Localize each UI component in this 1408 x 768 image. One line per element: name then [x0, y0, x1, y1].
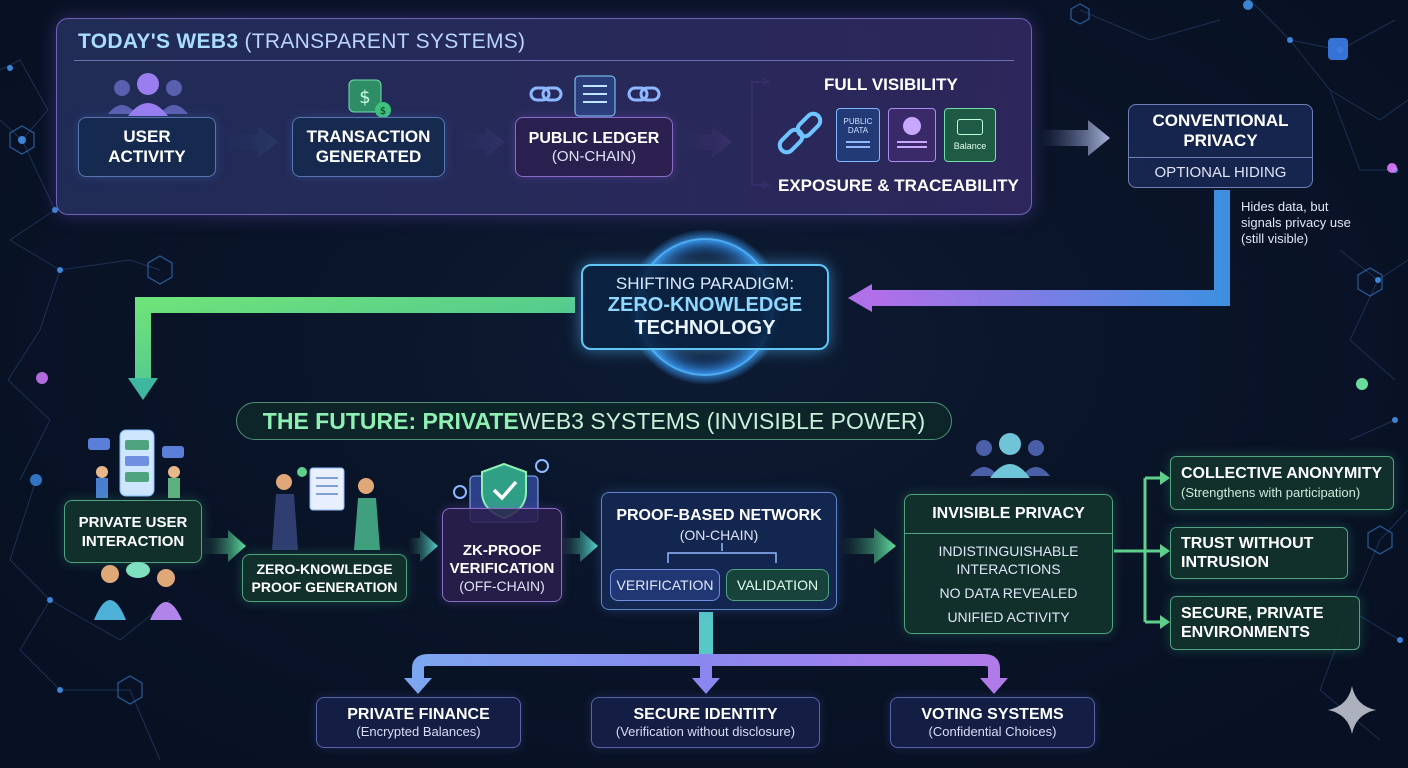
people-chatting-illustration	[86, 560, 190, 622]
panel-divider	[74, 60, 1014, 61]
identity-card-icon	[888, 108, 936, 162]
secure-identity-box: SECURE IDENTITY (Verification without di…	[591, 697, 820, 748]
future-banner: THE FUTURE: PRIVATE WEB3 SYSTEMS (INVISI…	[236, 402, 952, 440]
network-split-lines	[662, 543, 782, 565]
conventional-privacy-box: CONVENTIONAL PRIVACY OPTIONAL HIDING	[1128, 104, 1313, 188]
svg-text:$: $	[380, 106, 386, 117]
svg-text:$: $	[359, 87, 370, 108]
public-ledger-box: PUBLIC LEDGER (ON-CHAIN)	[515, 117, 673, 177]
users-icon	[104, 72, 192, 116]
exposure-traceability-label: EXPOSURE & TRACEABILITY	[778, 176, 1019, 196]
trust-without-intrusion-box: TRUST WITHOUT INTRUSION	[1170, 527, 1348, 579]
user-activity-box: USER ACTIVITY	[78, 117, 216, 177]
invisible-privacy-box: INVISIBLE PRIVACY INDISTINGUISHABLE INTE…	[904, 494, 1113, 634]
zk-proof-generation-box: ZERO-KNOWLEDGE PROOF GENERATION	[242, 554, 407, 602]
collective-anonymity-box: COLLECTIVE ANONYMITY (Strengthens with p…	[1170, 456, 1394, 510]
secure-private-environments-box: SECURE, PRIVATE ENVIRONMENTS	[1170, 596, 1360, 650]
network-subtitle: (ON-CHAIN)	[602, 527, 836, 543]
validation-pill: VALIDATION	[726, 569, 829, 601]
shifting-paradigm-box: SHIFTING PARADIGM: ZERO-KNOWLEDGE TECHNO…	[581, 264, 829, 350]
proof-generation-illustration	[266, 462, 386, 552]
invisible-item: UNIFIED ACTIVITY	[905, 608, 1112, 626]
transaction-generated-box: TRANSACTION GENERATED	[292, 117, 445, 177]
network-title: PROOF-BASED NETWORK	[602, 507, 836, 525]
proof-based-network-box: PROOF-BASED NETWORK (ON-CHAIN) VERIFICAT…	[601, 492, 837, 610]
chain-ledger-icon	[527, 74, 663, 118]
voting-systems-box: VOTING SYSTEMS (Confidential Choices)	[890, 697, 1095, 748]
private-finance-box: PRIVATE FINANCE (Encrypted Balances)	[316, 697, 521, 748]
zk-proof-verification-box: ZK-PROOF VERIFICATION (OFF-CHAIN)	[442, 508, 562, 602]
private-user-interaction-box: PRIVATE USER INTERACTION	[64, 500, 202, 563]
full-visibility-label: FULL VISIBILITY	[824, 75, 958, 95]
transaction-money-icon: $ $	[345, 76, 393, 120]
invisible-item: INDISTINGUISHABLE INTERACTIONS	[905, 542, 1112, 578]
public-data-icon: PUBLIC DATA	[836, 108, 880, 162]
invisible-privacy-title: INVISIBLE PRIVACY	[905, 505, 1112, 523]
chain-link-icon	[772, 108, 828, 164]
invisible-item: NO DATA REVEALED	[905, 584, 1112, 602]
balance-icon: Balance	[944, 108, 996, 162]
group-users-icon	[968, 430, 1052, 478]
invisible-divider	[905, 533, 1112, 534]
verification-pill: VERIFICATION	[610, 569, 720, 601]
conventional-privacy-note: Hides data, but signals privacy use (sti…	[1241, 199, 1351, 247]
phone-users-illustration	[86, 428, 190, 500]
todays-web3-title: TODAY'S WEB3 (TRANSPARENT SYSTEMS)	[78, 30, 525, 54]
